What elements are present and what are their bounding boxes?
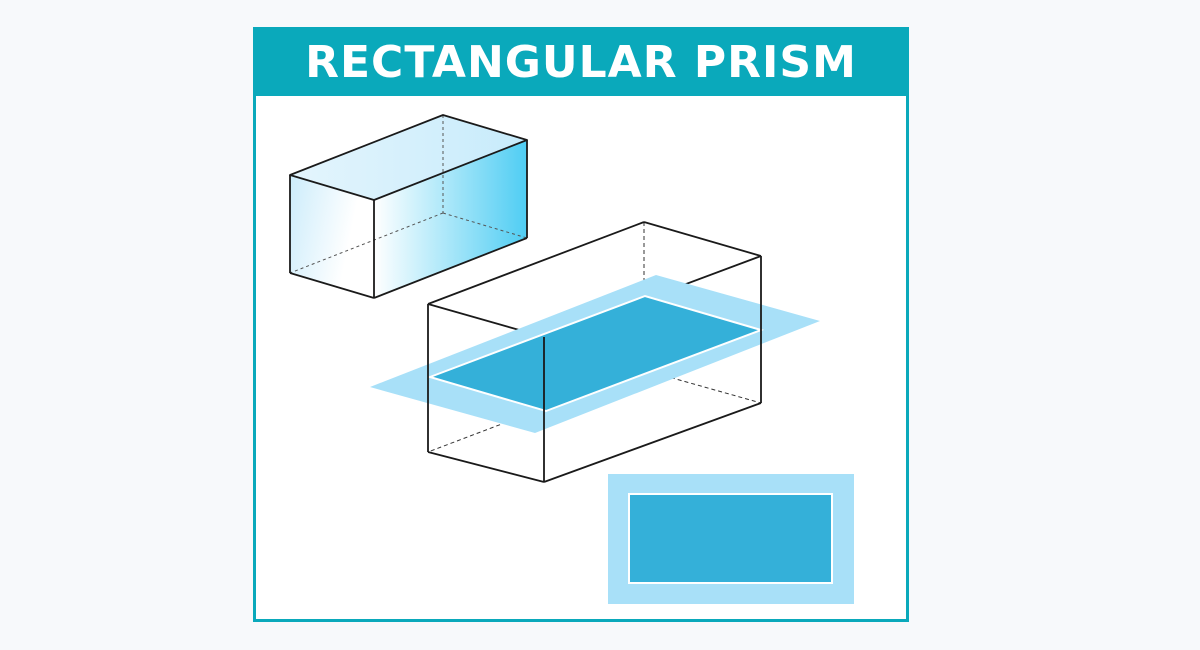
cut-prism-front-edges — [427, 256, 762, 483]
page-title: RECTANGULAR PRISM — [305, 37, 857, 88]
rectangular-cross-section — [608, 474, 854, 604]
prism-visible-edges — [289, 114, 528, 299]
title-bar: RECTANGULAR PRISM — [256, 30, 906, 96]
cross-section-inner — [628, 493, 833, 584]
solid-rectangular-prism — [289, 114, 528, 299]
prism-with-cross-section-plane — [370, 221, 820, 483]
prism-top-face — [290, 115, 527, 200]
prism-side-face — [374, 140, 527, 298]
prism-front-face — [290, 175, 374, 298]
prism-hidden-edges — [289, 115, 528, 274]
